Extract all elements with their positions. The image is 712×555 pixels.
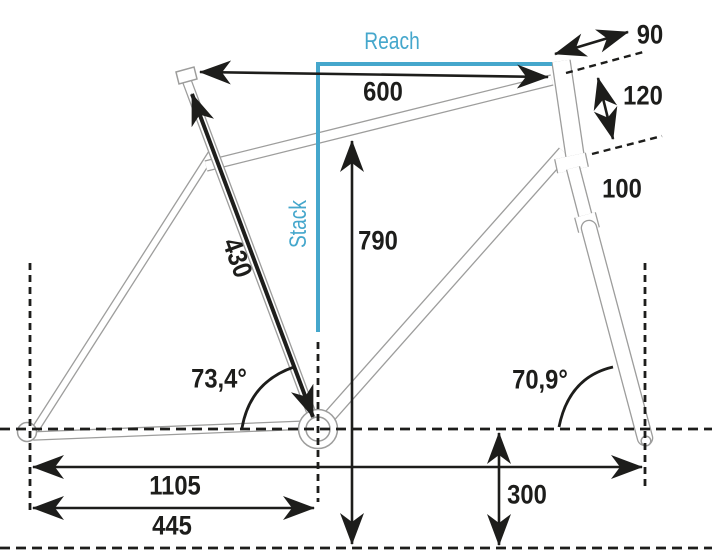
head-angle-arc: [557, 365, 614, 428]
head-tube-and-fork: [551, 59, 654, 447]
dim-head-tube: [593, 77, 618, 140]
seat-angle-arc: [240, 365, 295, 429]
wheelbase-label: 1105: [149, 470, 201, 501]
fork-travel-label: 100: [602, 173, 642, 204]
stem-length-label: 90: [636, 19, 664, 50]
rear-triangle: [16, 147, 309, 443]
stack-label: Stack: [285, 199, 312, 249]
top-tube-length-label: 600: [363, 76, 403, 107]
dim-stem: [554, 29, 629, 57]
rear-dropout: [16, 421, 38, 443]
seatpost-cap: [175, 66, 198, 85]
reach-label: Reach: [364, 28, 420, 55]
head-tube-length-label: 120: [623, 80, 663, 111]
bb-height-label: 300: [507, 479, 547, 510]
dimension-lines: [32, 29, 643, 546]
seat-tube-angle-label: 73,4°: [191, 363, 247, 394]
standover-height-label: 790: [358, 225, 398, 256]
dim-seat-tube: [190, 93, 315, 418]
dim-top-tube: [199, 60, 549, 89]
head-tube-angle-label: 70,9°: [512, 364, 568, 395]
chainstay-length-label: 445: [152, 510, 192, 541]
